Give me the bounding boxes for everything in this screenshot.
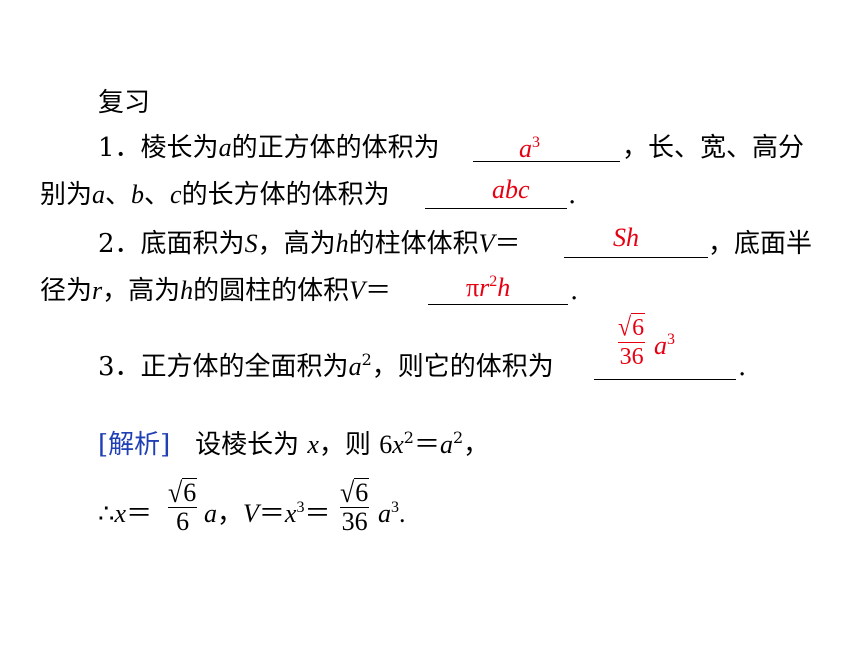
question-3: 3．正方体的全面积为a2，则它的体积为 bbox=[98, 350, 554, 383]
answer-cylinder-volume: πr2h bbox=[466, 273, 511, 302]
answer-blank-5 bbox=[594, 379, 736, 380]
solution-line-1: [解析] 设棱长为 x，则 6x2＝a2， bbox=[98, 428, 490, 461]
question-1-line-2: 别为a、b、c的长方体的体积为 bbox=[40, 180, 390, 210]
answer-blank-3 bbox=[564, 257, 708, 258]
solution-line-2-middle: a，V＝x3＝ bbox=[204, 499, 331, 528]
solution-line-2-start: ∴x＝ bbox=[98, 499, 153, 528]
solution-fraction-root6-over-6: √6 6 bbox=[168, 476, 198, 536]
answer-blank-2 bbox=[425, 208, 567, 209]
answer-box-volume: abc bbox=[492, 175, 530, 204]
question-3-end: . bbox=[738, 352, 747, 382]
question-1-end: . bbox=[568, 180, 577, 210]
answer-blank-1 bbox=[473, 161, 620, 162]
answer-cube-from-area: a3 bbox=[654, 331, 675, 360]
review-title: 复习 bbox=[98, 88, 151, 118]
question-2-line-1: 2．底面积为S，高为h的柱体体积V＝ bbox=[98, 229, 521, 259]
solution-label: [解析] bbox=[98, 430, 171, 460]
answer-blank-4 bbox=[428, 304, 568, 305]
solution-line-2-end: a3. bbox=[378, 499, 406, 528]
question-2-line-2: 径为r，高为h的圆柱的体积V＝ bbox=[40, 276, 392, 306]
question-2-line-1-end: ，底面半 bbox=[708, 229, 813, 259]
answer-fraction-root6-over-36: √6 36 bbox=[618, 313, 646, 370]
solution-fraction-root6-over-36: √6 36 bbox=[340, 476, 370, 536]
question-1-line-1-end: ，长、宽、高分 bbox=[622, 133, 805, 163]
question-1-line-1: 1．棱长为a的正方体的体积为 bbox=[98, 133, 440, 163]
question-2-end: . bbox=[570, 276, 579, 306]
answer-cube-volume: a3 bbox=[519, 134, 540, 163]
answer-prism-volume: Sh bbox=[613, 223, 639, 252]
